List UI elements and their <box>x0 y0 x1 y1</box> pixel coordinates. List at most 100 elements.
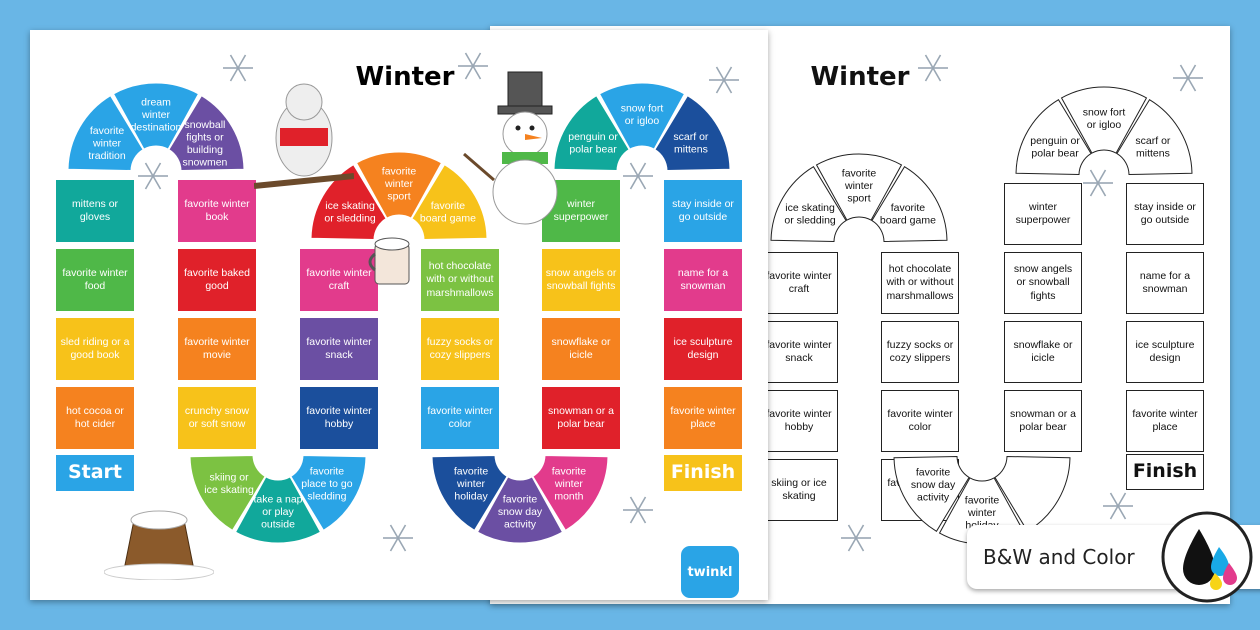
board-space: fuzzy socks or cozy slippers <box>881 321 959 383</box>
arc-space <box>234 476 322 544</box>
board-space: favorite winter hobby <box>300 387 378 449</box>
board-space: name for a snowman <box>1126 252 1204 314</box>
badge-label: B&W and Color <box>983 545 1135 569</box>
snowflake-icon <box>1083 169 1113 197</box>
bw-board-title: Winter <box>810 62 910 92</box>
board-space: favorite winter snack <box>760 321 838 383</box>
arc-space <box>168 94 245 172</box>
arc-space <box>189 454 266 532</box>
board-space: snowman or a polar bear <box>542 387 620 449</box>
board-space: favorite winter movie <box>178 318 256 380</box>
board-space: ice sculpture design <box>664 318 742 380</box>
board-space: ice sculpture design <box>1126 321 1204 383</box>
ink-drops-icon <box>1161 511 1253 603</box>
snowflake-icon <box>709 66 739 94</box>
arc-space <box>770 165 847 243</box>
arc-space <box>1015 98 1092 176</box>
snowflake-icon <box>623 162 653 190</box>
board-space: hot cocoa or hot cider <box>56 387 134 449</box>
snowflake-icon <box>1173 64 1203 92</box>
arc-space <box>532 454 609 532</box>
arc-space <box>411 163 488 241</box>
board-space: snow angels or snowball fights <box>1004 252 1082 314</box>
color-board-sheet: Winter mittens or gloves favorite winter … <box>30 30 768 600</box>
arc-space <box>1116 98 1193 176</box>
board-space: favorite winter place <box>664 387 742 449</box>
snowflake-icon <box>1103 492 1133 520</box>
board-space: favorite winter color <box>881 390 959 452</box>
snowflake-icon <box>383 524 413 552</box>
start-label: Start <box>56 455 134 491</box>
arc-space <box>893 455 970 533</box>
arc-space <box>290 454 367 532</box>
board-space: snowman or a polar bear <box>1004 390 1082 452</box>
board-space: winter superpower <box>1004 183 1082 245</box>
board-space: crunchy snow or soft snow <box>178 387 256 449</box>
snowflake-icon <box>841 524 871 552</box>
finish-label: Finish <box>664 455 742 491</box>
board-space: favorite winter color <box>421 387 499 449</box>
bw-finish-label: Finish <box>1126 454 1204 490</box>
board-space: fuzzy socks or cozy slippers <box>421 318 499 380</box>
snowflake-icon <box>458 52 488 80</box>
arc-space <box>67 94 144 172</box>
snowman-illustration <box>463 71 558 225</box>
snowflake-icon <box>623 496 653 524</box>
board-space: mittens or gloves <box>56 180 134 242</box>
board-space: snowflake or icicle <box>1004 321 1082 383</box>
board-space: favorite winter craft <box>300 249 378 311</box>
board-space: name for a snowman <box>664 249 742 311</box>
board-space: hot chocolate with or without marshmallo… <box>881 252 959 314</box>
stump-illustration <box>104 510 214 580</box>
twinkl-logo: twinkl <box>681 546 739 598</box>
arc-space <box>431 454 508 532</box>
board-space: favorite winter place <box>1126 390 1204 452</box>
board-space: winter superpower <box>542 180 620 242</box>
board-space: favorite winter snack <box>300 318 378 380</box>
arc-space <box>871 165 948 243</box>
bird-illustration <box>254 83 354 189</box>
cocoa-mug-illustration <box>368 237 410 285</box>
arc-space <box>112 82 200 150</box>
board-space: stay inside or go outside <box>664 180 742 242</box>
arc-space <box>310 163 387 241</box>
board-space: favorite winter book <box>178 180 256 242</box>
arc-space <box>553 94 630 172</box>
snowflake-icon <box>918 54 948 82</box>
color-board-title: Winter <box>355 62 455 92</box>
board-space: hot chocolate with or without marshmallo… <box>421 249 499 311</box>
arc-space <box>598 82 686 150</box>
arc-space <box>476 476 564 544</box>
bw-and-color-badge: B&W and Color <box>967 511 1260 603</box>
arc-space <box>815 153 903 221</box>
board-space: sled riding or a good book <box>56 318 134 380</box>
arc-space <box>654 94 731 172</box>
board-space: snow angels or snowball fights <box>542 249 620 311</box>
snowflake-icon <box>223 54 253 82</box>
board-space: favorite winter food <box>56 249 134 311</box>
snowflake-icon <box>138 162 168 190</box>
